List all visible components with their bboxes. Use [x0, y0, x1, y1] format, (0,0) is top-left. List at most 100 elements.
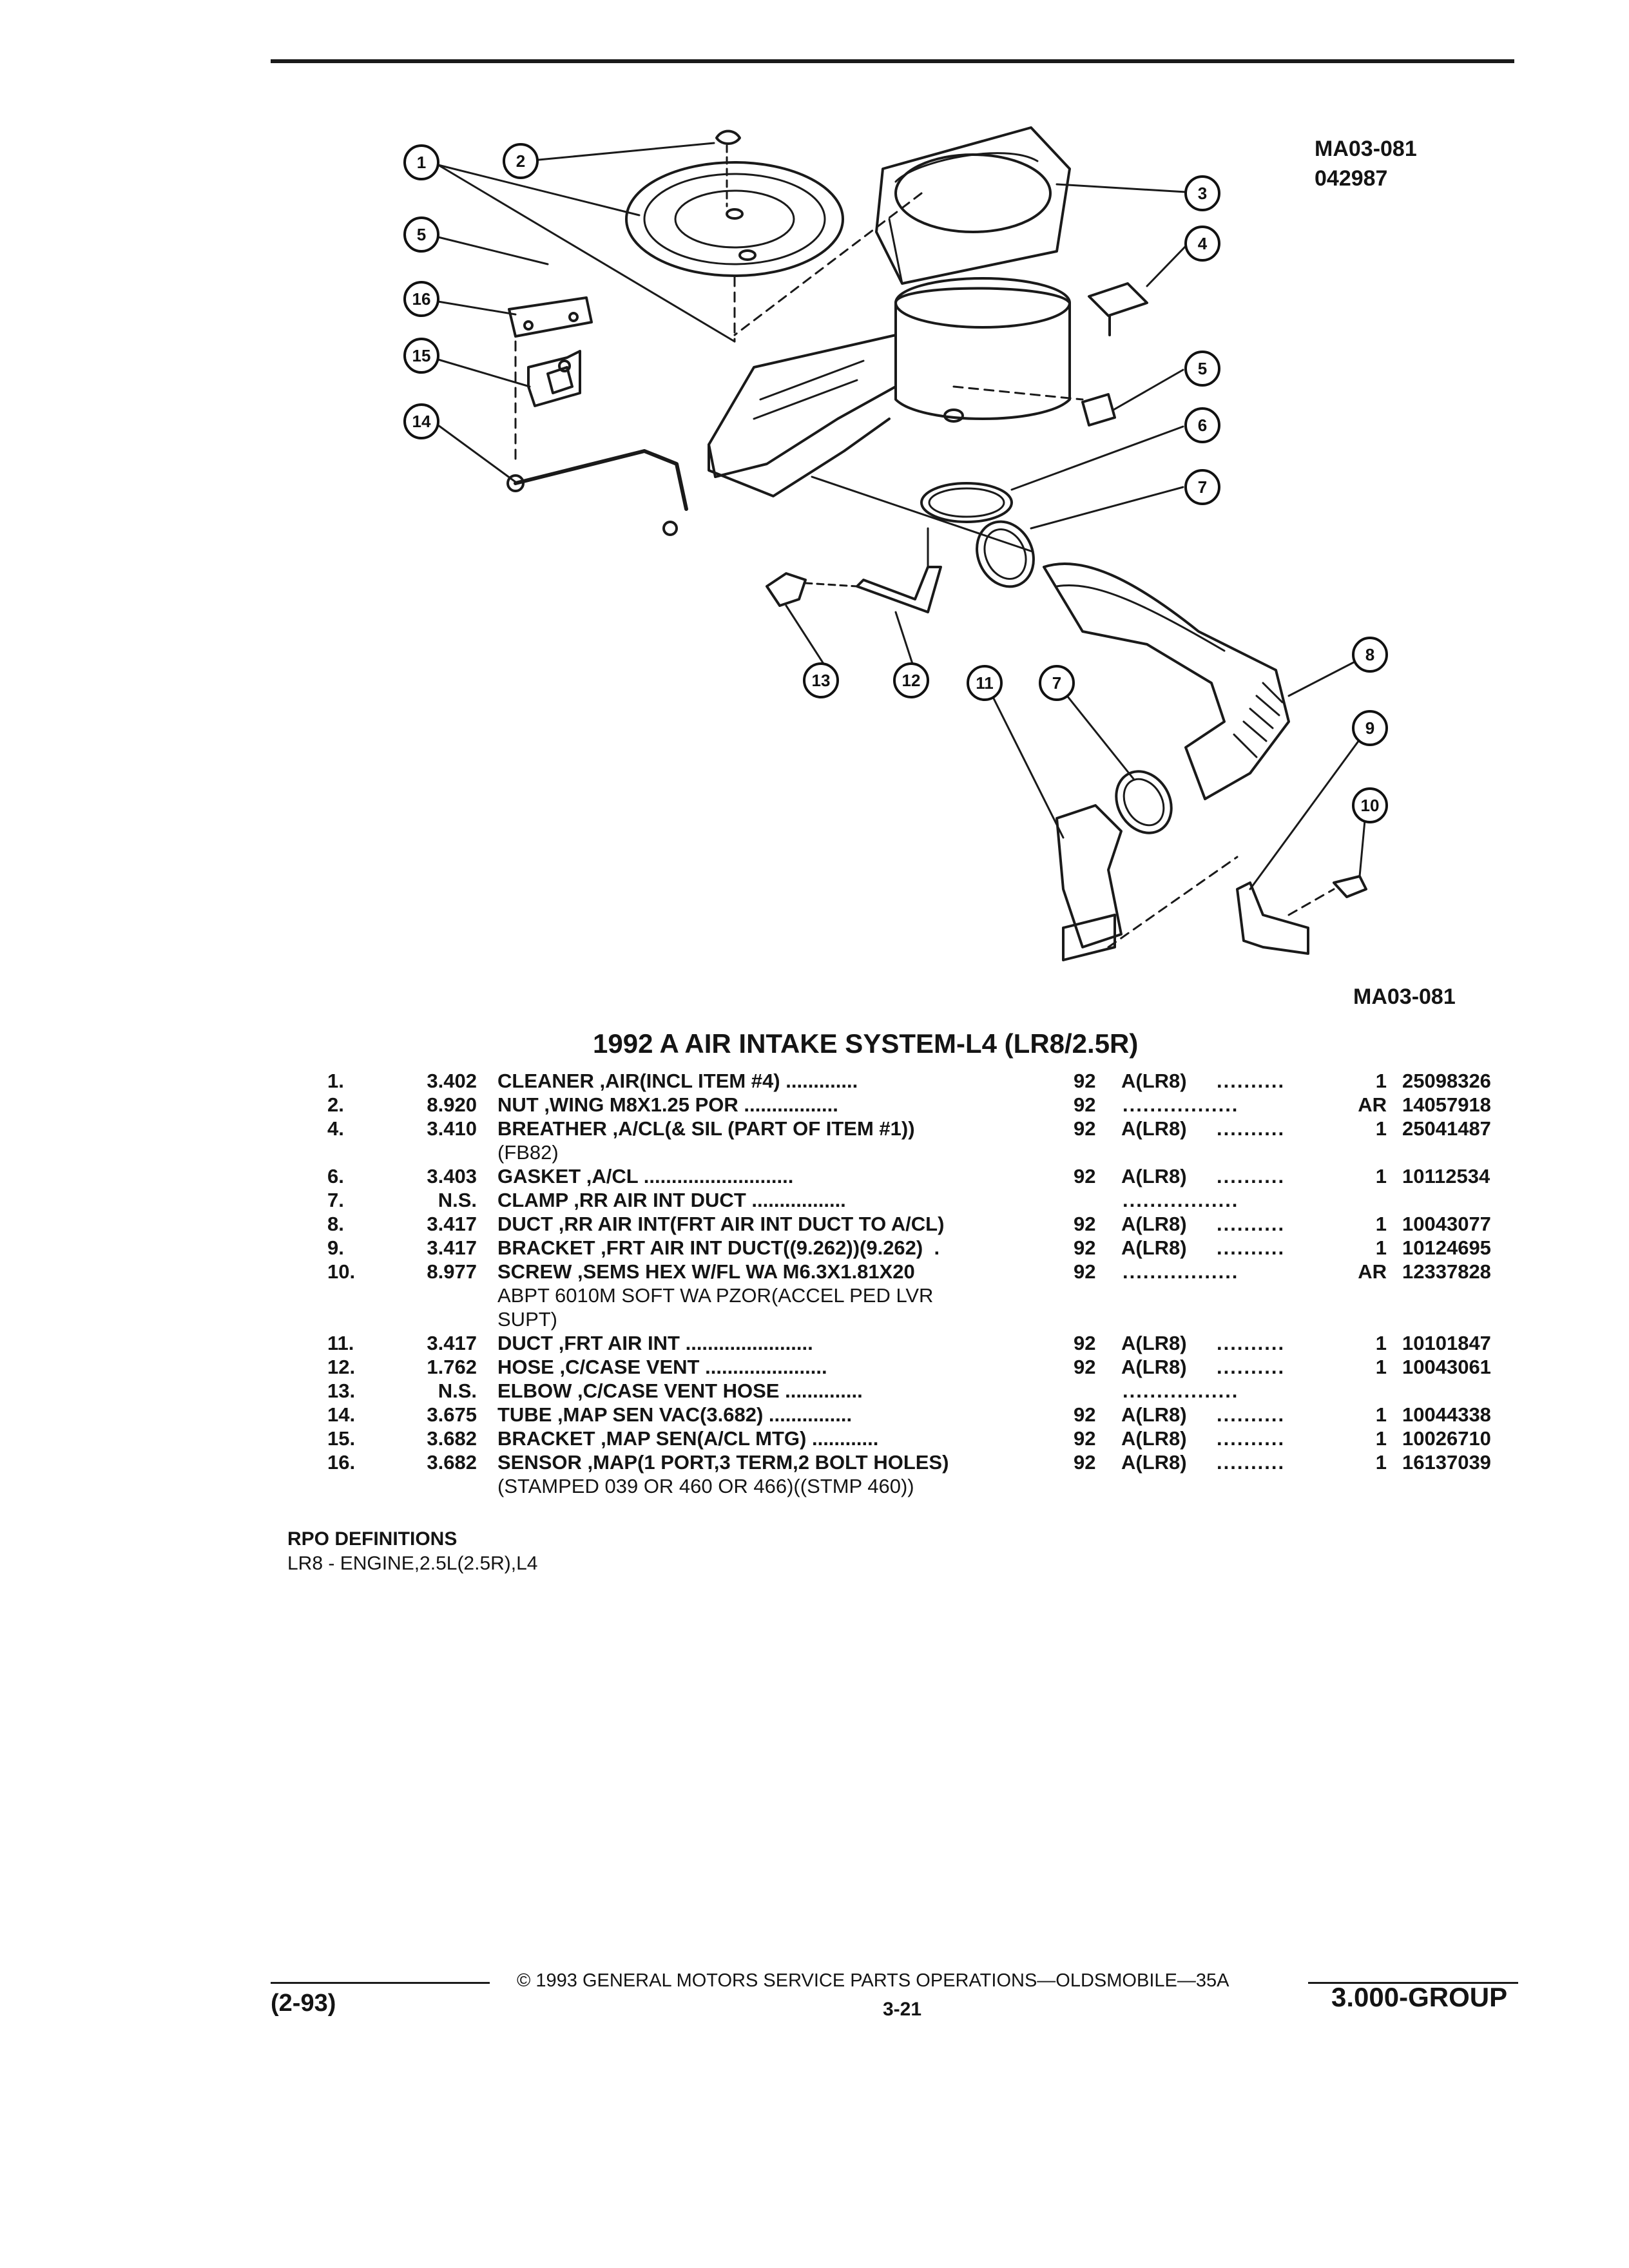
callout-11: 11 [967, 665, 1003, 701]
description-text: TUBE ,MAP SEN VAC(3.682) [497, 1403, 764, 1426]
callout-8: 8 [1352, 637, 1388, 673]
illustration-code-bottom: MA03-081 [1353, 985, 1456, 1009]
callout-7-lower: 7 [1039, 665, 1075, 701]
callout-9: 9 [1352, 710, 1388, 746]
part-description: HOSE ,C/CASE VENT ...................... [497, 1356, 827, 1379]
item-number: 10. [327, 1260, 356, 1283]
part-description: CLAMP ,RR AIR INT DUCT ................. [497, 1189, 846, 1212]
part-description: BREATHER ,A/CL(& SIL (PART OF ITEM #1)) [497, 1117, 915, 1140]
section-title: 1992 A AIR INTAKE SYSTEM-L4 (LR8/2.5R) [593, 1028, 1139, 1059]
callout-7-upper: 7 [1184, 469, 1220, 505]
part-description: DUCT ,RR AIR INT(FRT AIR INT DUCT TO A/C… [497, 1213, 944, 1236]
description-text: ELBOW ,C/CASE VENT HOSE [497, 1379, 780, 1402]
item-number: 2. [327, 1093, 344, 1116]
group-number: 3.682 [427, 1451, 477, 1474]
parts-row-continuation: (STAMPED 039 OR 460 OR 466)((STMP 460)) [0, 1475, 1629, 1499]
description-text: CLAMP ,RR AIR INT DUCT [497, 1189, 746, 1211]
part-description: TUBE ,MAP SEN VAC(3.682) ............... [497, 1403, 852, 1427]
dot-leader: ................. [1123, 1260, 1239, 1283]
application: A(LR8) [1121, 1403, 1187, 1426]
description-leader: ................. [746, 1189, 846, 1211]
quantity: 1 [1375, 1117, 1387, 1140]
description-text: GASKET ,A/CL [497, 1165, 639, 1187]
group-number: 3.410 [427, 1117, 477, 1140]
model-year: 92 [1074, 1356, 1096, 1378]
model-year: 92 [1074, 1236, 1096, 1259]
part-number: 10043077 [1402, 1213, 1491, 1235]
quantity: 1 [1375, 1236, 1387, 1259]
model-year: 92 [1074, 1451, 1096, 1474]
svg-text:8: 8 [1365, 645, 1374, 664]
application: A(LR8) [1121, 1427, 1187, 1450]
part-description: BRACKET ,MAP SEN(A/CL MTG) ............ [497, 1427, 878, 1450]
svg-text:2: 2 [516, 151, 525, 171]
svg-text:9: 9 [1365, 718, 1374, 738]
item-number: 11. [327, 1332, 354, 1354]
cleaner-housing-part [708, 277, 1071, 497]
part-number: 14057918 [1402, 1093, 1491, 1116]
dot-leader: .......... [1217, 1356, 1286, 1378]
footer-page-number: 3-21 [883, 1999, 922, 2020]
svg-text:7: 7 [1052, 673, 1061, 693]
part-number: 25041487 [1402, 1117, 1491, 1140]
model-year: 92 [1074, 1093, 1096, 1116]
quantity: 1 [1375, 1427, 1387, 1450]
model-year: 92 [1074, 1427, 1096, 1450]
callout-15: 15 [403, 338, 439, 374]
quantity: 1 [1375, 1451, 1387, 1474]
description-continuation: ABPT 6010M SOFT WA PZOR(ACCEL PED LVR [497, 1284, 934, 1307]
rpo-definition: LR8 - ENGINE,2.5L(2.5R),L4 [287, 1553, 538, 1574]
description-text: NUT ,WING M8X1.25 POR [497, 1093, 738, 1116]
clamp-part-upper [976, 520, 1035, 588]
part-number: 10044338 [1402, 1403, 1491, 1426]
quantity: AR [1358, 1093, 1387, 1116]
rear-intake-duct-part [1043, 562, 1290, 800]
application: A(LR8) [1121, 1236, 1187, 1259]
part-description: SCREW ,SEMS HEX W/FL WA M6.3X1.81X20 [497, 1260, 915, 1283]
description-continuation: (STAMPED 039 OR 460 OR 466)((STMP 460)) [497, 1475, 914, 1497]
callout-10: 10 [1352, 787, 1388, 823]
application: A(LR8) [1121, 1451, 1187, 1474]
quantity: 1 [1375, 1213, 1387, 1235]
application: A(LR8) [1121, 1213, 1187, 1235]
description-text: CLEANER ,AIR(INCL ITEM #4) [497, 1070, 780, 1092]
svg-text:5: 5 [1198, 359, 1207, 378]
footer-revision-date: (2-93) [271, 1990, 336, 2017]
illustration-date-code: 042987 [1315, 166, 1388, 191]
description-continuation: SUPT) [497, 1308, 557, 1331]
part-description: DUCT ,FRT AIR INT ......................… [497, 1332, 813, 1355]
description-leader: .............. [779, 1379, 863, 1402]
group-number: 3.417 [427, 1332, 477, 1354]
wing-knob-part [1088, 282, 1148, 317]
sems-screw-part [1333, 875, 1367, 898]
group-number: 3.675 [427, 1403, 477, 1426]
vacuum-tube-part [514, 449, 688, 511]
callout-6: 6 [1184, 407, 1220, 443]
part-number: 10112534 [1402, 1165, 1490, 1187]
callout-13: 13 [803, 662, 839, 698]
svg-text:4: 4 [1198, 234, 1208, 253]
svg-text:3: 3 [1198, 184, 1207, 203]
dot-leader: .......... [1217, 1451, 1286, 1474]
callout-4: 4 [1184, 226, 1220, 262]
description-leader: ............ [806, 1427, 879, 1450]
dot-leader: ................. [1123, 1189, 1239, 1211]
description-leader: ............. [780, 1070, 858, 1092]
clamp-part-lower [1115, 770, 1173, 834]
map-sensor-part [508, 296, 593, 338]
part-number: 10043061 [1402, 1356, 1491, 1378]
svg-text:5: 5 [417, 225, 426, 244]
svg-text:13: 13 [812, 671, 831, 690]
parts-row: 7.N.S.CLAMP ,RR AIR INT DUCT ...........… [0, 1189, 1629, 1213]
description-leader: ........................... [638, 1165, 794, 1187]
cleaner-lid-part [625, 161, 844, 277]
description-text: BREATHER ,A/CL(& SIL (PART OF ITEM #1)) [497, 1117, 915, 1140]
clip-part-right [1081, 393, 1116, 427]
